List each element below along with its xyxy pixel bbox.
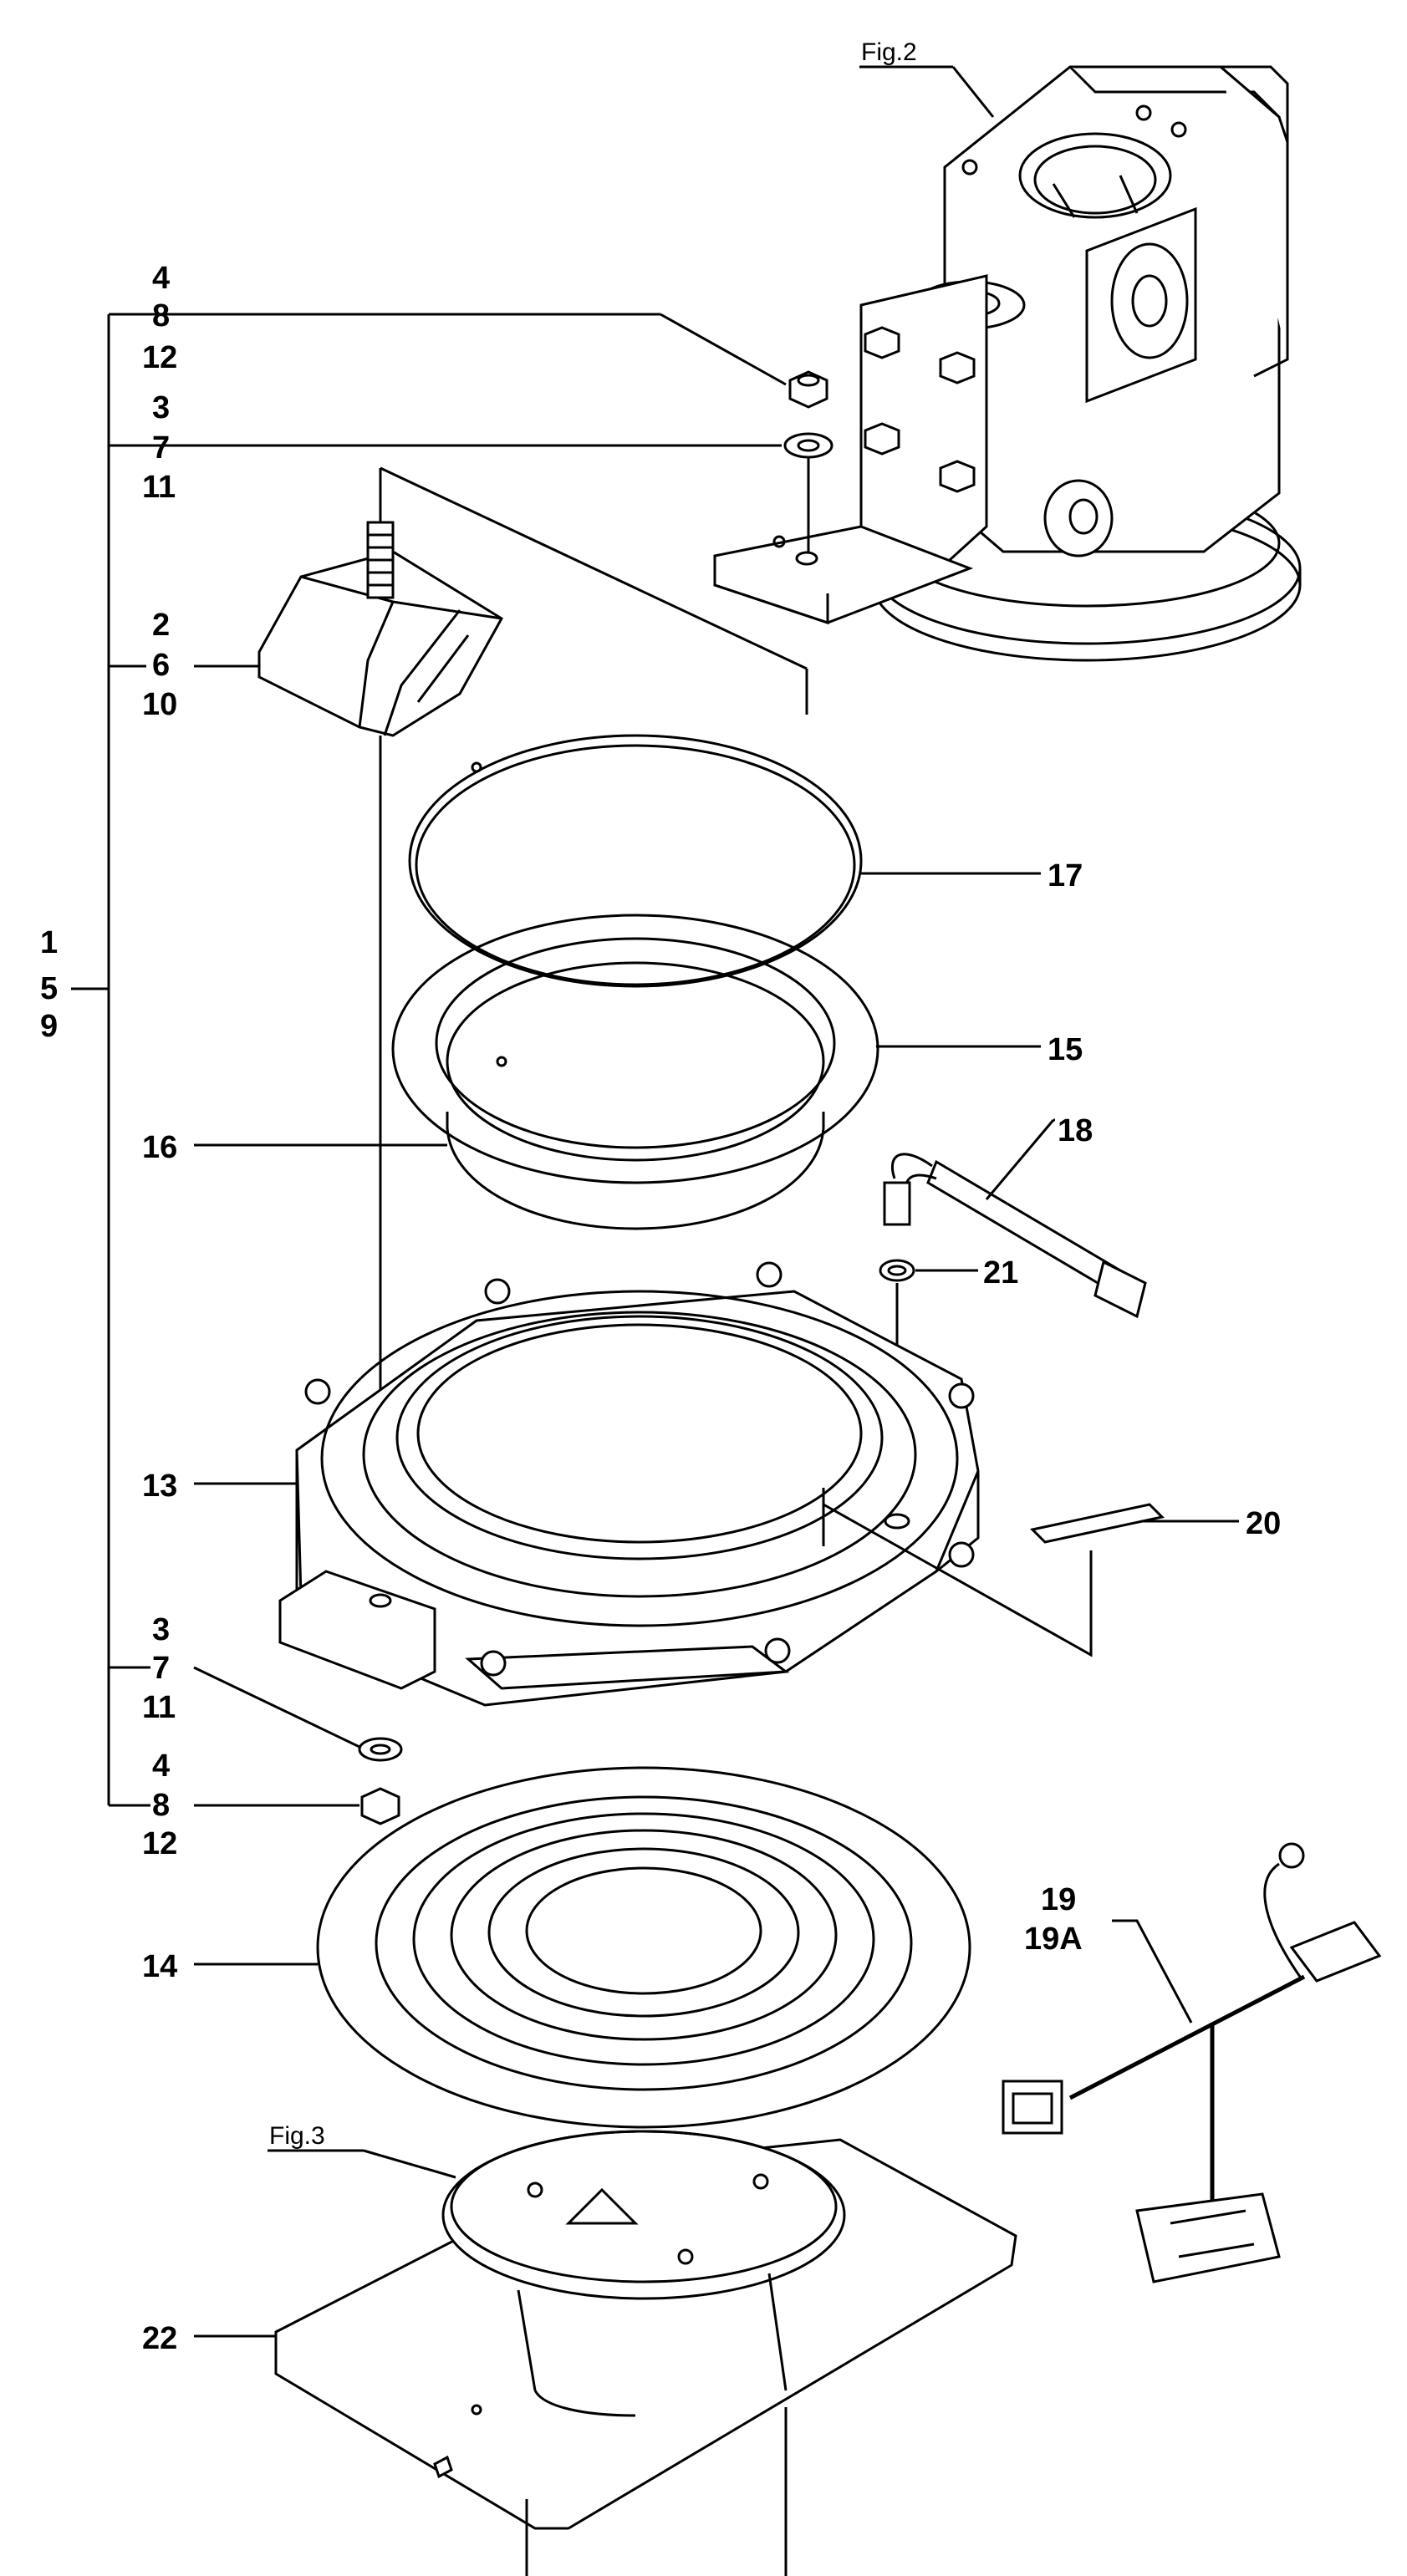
part-18-sensor: 18 [883, 1113, 1147, 1319]
callout-3-7-11-bottom: 3 7 11 [142, 1612, 403, 1762]
callout-8-bottom: 8 [152, 1788, 170, 1823]
fig3-label: Fig.3 [269, 2122, 325, 2150]
callout-16: 16 [142, 1130, 177, 1165]
connector-right [1289, 1921, 1382, 1983]
callout-9: 9 [40, 1009, 58, 1044]
callout-7: 7 [152, 430, 170, 466]
bracket-bolts [864, 326, 976, 493]
callout-18: 18 [1058, 1113, 1093, 1148]
sensor-cap [1093, 1260, 1147, 1319]
callout-20: 20 [1246, 1506, 1281, 1541]
callout-22: 22 [142, 2321, 177, 2356]
part-15-16-seal-ring: 15 16 [142, 914, 1083, 1230]
washer-top [783, 432, 833, 459]
callout-21: 21 [983, 1255, 1018, 1291]
nut-bottom [360, 1787, 400, 1825]
callout-tree [71, 313, 238, 1807]
callout-12-bottom: 12 [142, 1826, 177, 1861]
callout-19a: 19A [1024, 1922, 1083, 1957]
callout-15: 15 [1048, 1032, 1083, 1067]
callout-4-8-12-bottom: 4 8 12 [142, 1749, 400, 1861]
fig2-reference: Fig.2 [859, 38, 995, 118]
callout-4-8-12-top: 4 8 12 [142, 261, 828, 409]
callout-11: 11 [142, 470, 176, 505]
callout-1-5-9: 1 5 9 [40, 925, 58, 1044]
sensor-plug [883, 1181, 911, 1226]
callout-17: 17 [1048, 858, 1083, 893]
callout-11-bottom: 11 [142, 1690, 176, 1725]
part-14-gasket: 14 [142, 1766, 971, 2129]
rubber-mount [257, 550, 504, 737]
nut-top [788, 370, 828, 409]
part-17-o-ring: 17 [408, 734, 1083, 988]
callout-4-bottom: 4 [152, 1749, 170, 1784]
callout-7-bottom: 7 [152, 1651, 170, 1686]
connector-bottom [1135, 2192, 1281, 2283]
callout-1: 1 [40, 925, 58, 960]
washer-bottom [358, 1737, 403, 1762]
callout-2: 2 [152, 608, 170, 643]
part-19-harness: 19 19A [1002, 1842, 1382, 2283]
callout-13: 13 [142, 1469, 177, 1504]
part-22-base-plate: 22 [142, 2130, 1017, 2576]
callout-12: 12 [142, 340, 177, 375]
callout-14: 14 [142, 1949, 177, 1984]
callout-19: 19 [1041, 1882, 1076, 1917]
callout-3-bottom: 3 [152, 1612, 170, 1647]
part-13-base-housing: 13 [142, 1261, 1093, 1707]
callout-5: 5 [40, 971, 58, 1006]
callout-3: 3 [152, 390, 170, 425]
callout-8: 8 [152, 298, 170, 333]
fig2-label: Fig.2 [861, 38, 917, 66]
fig3-reference: Fig.3 [268, 2122, 456, 2179]
part-20-label: 20 [1029, 1503, 1281, 1544]
callout-4: 4 [152, 261, 170, 296]
gear-housing-drawing [713, 65, 1302, 662]
callout-10: 10 [142, 687, 177, 722]
callout-6: 6 [152, 648, 170, 683]
callout-3-7-11-top: 3 7 11 [142, 390, 833, 552]
